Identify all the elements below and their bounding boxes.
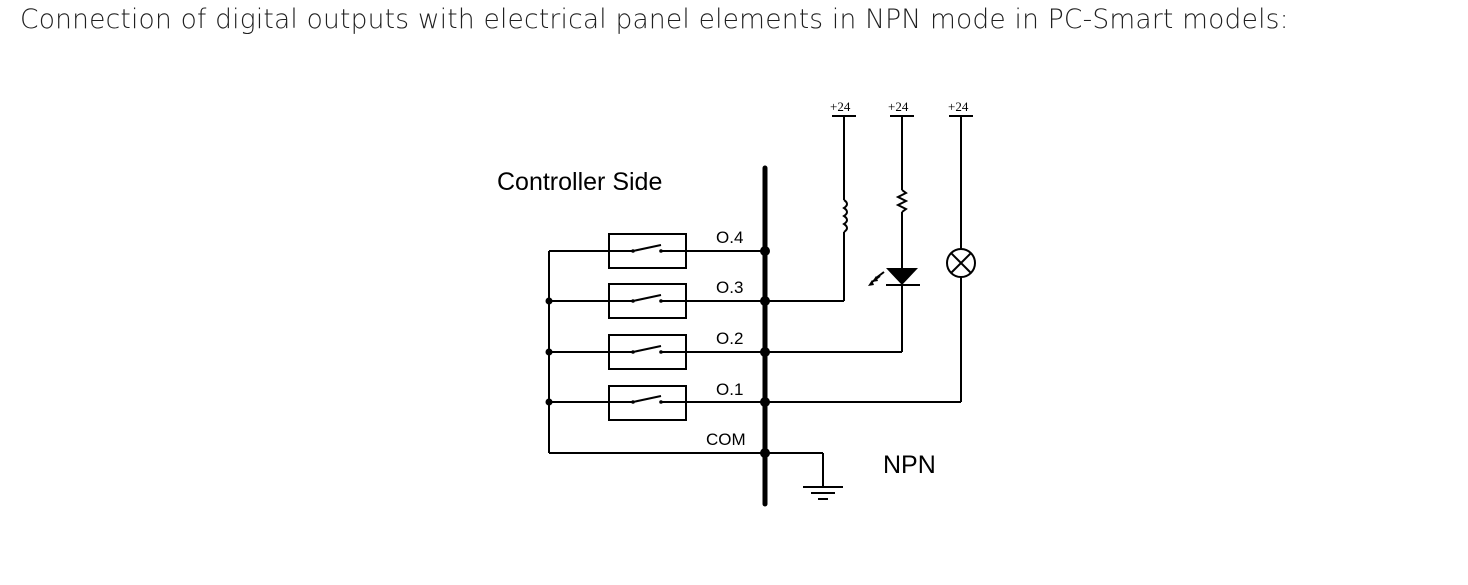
resistor-icon [895, 189, 909, 213]
junction-dot [545, 348, 553, 356]
output-channel-o3: O.3 [545, 278, 770, 319]
load-relay-coil: +24 [765, 99, 856, 302]
switch-contact-icon [632, 395, 662, 403]
supply-label: +24 [830, 99, 851, 114]
junction-dot [545, 297, 553, 305]
common-terminal: COM [549, 430, 843, 500]
load-led: +24 [765, 99, 920, 353]
output-label: O.3 [716, 278, 743, 297]
switch-contact-icon [632, 294, 662, 302]
output-label: O.4 [716, 228, 743, 247]
npn-mode-label: NPN [883, 451, 936, 479]
supply-label: +24 [948, 99, 969, 114]
supply-label: +24 [888, 99, 909, 114]
diagram-caption: Connection of digital outputs with elect… [20, 4, 1289, 35]
switch-contact-icon [632, 244, 662, 252]
ground-icon [803, 486, 843, 500]
led-icon [868, 268, 920, 286]
com-label: COM [706, 430, 746, 449]
output-channel-o2: O.2 [545, 329, 770, 370]
load-lamp: +24 [765, 99, 976, 403]
switch-contact-icon [632, 345, 662, 353]
lamp-icon [946, 248, 976, 278]
junction-dot [545, 398, 553, 406]
junction-dot [760, 246, 770, 256]
output-label: O.1 [716, 380, 743, 399]
relay-coil-icon [842, 199, 848, 233]
output-channel-o4: O.4 [549, 228, 770, 269]
controller-side-label: Controller Side [497, 168, 662, 196]
output-label: O.2 [716, 329, 743, 348]
output-channel-o1: O.1 [545, 380, 770, 421]
